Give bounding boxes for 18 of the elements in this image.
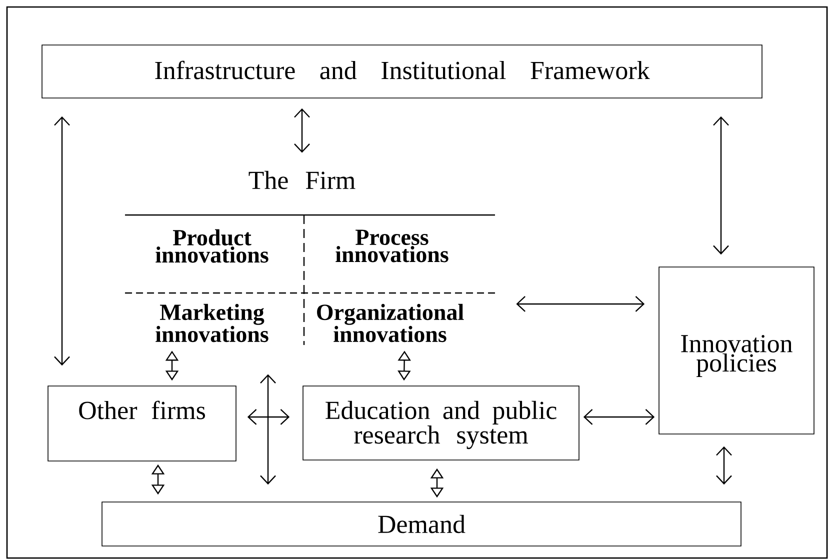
arrow bbox=[516, 296, 645, 312]
framework-box: Infrastructure and Institutional Framework bbox=[42, 44, 762, 98]
firm-heading: The Firm bbox=[248, 170, 356, 190]
process-box: Education and public research system bbox=[302, 386, 580, 460]
grid-cell: Process innovations bbox=[336, 230, 448, 262]
process-box: Innovation policies bbox=[658, 266, 814, 434]
arrow bbox=[294, 108, 310, 153]
arrow bbox=[583, 409, 655, 425]
arrow bbox=[247, 409, 290, 425]
arrow bbox=[54, 116, 70, 366]
process-box: Other firms bbox=[48, 386, 236, 462]
arrow bbox=[260, 374, 276, 485]
arrow bbox=[713, 116, 729, 255]
grid-cell: Product innovations bbox=[156, 229, 268, 263]
grid-cell: Organizational innovations bbox=[317, 304, 464, 342]
process-box: Demand bbox=[102, 502, 742, 546]
grid-cell: Marketing innovations bbox=[156, 304, 268, 342]
arrow bbox=[716, 446, 732, 485]
